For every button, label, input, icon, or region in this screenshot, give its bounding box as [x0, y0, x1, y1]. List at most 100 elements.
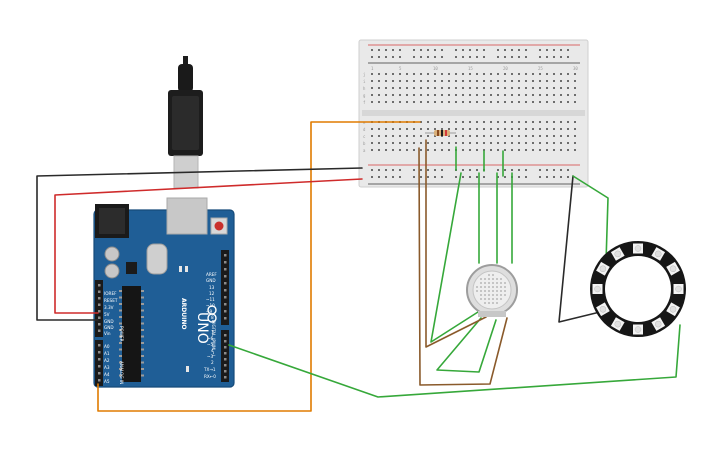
- breadboard-hole: [406, 149, 408, 151]
- breadboard-hole: [371, 101, 373, 103]
- breadboard-hole: [504, 87, 506, 89]
- breadboard-hole: [483, 128, 485, 130]
- breadboard-hole: [532, 101, 534, 103]
- breadboard-rail-hole: [525, 49, 527, 51]
- wire-red-5v[interactable]: [54, 178, 363, 314]
- breadboard-hole: [518, 87, 520, 89]
- breadboard-hole: [525, 94, 527, 96]
- breadboard-hole: [448, 87, 450, 89]
- breadboard-hole: [399, 80, 401, 82]
- breadboard-hole: [420, 80, 422, 82]
- neopixel-led: [651, 317, 666, 331]
- breadboard-hole: [413, 128, 415, 130]
- wire-green-sensor[interactable]: [436, 317, 497, 373]
- breadboard-hole: [427, 87, 429, 89]
- neopixel-led-lens: [655, 320, 662, 328]
- breadboard-hole: [560, 80, 562, 82]
- breadboard-hole: [560, 135, 562, 137]
- wire-black-ring-gnd[interactable]: [558, 175, 601, 323]
- mesh-dot: [492, 274, 494, 276]
- neopixel-led-lens: [634, 245, 642, 252]
- wire-orange[interactable]: [97, 121, 421, 412]
- breadboard-hole: [546, 101, 548, 103]
- pin-label: 2: [211, 360, 214, 365]
- breadboard-hole: [413, 135, 415, 137]
- breadboard-rail-hole: [420, 49, 422, 51]
- mesh-dot: [488, 274, 490, 276]
- breadboard-hole: [420, 87, 422, 89]
- wires: [36, 121, 681, 412]
- wire-black-gnd[interactable]: [36, 167, 363, 321]
- mesh-dot: [500, 286, 502, 288]
- breadboard-rail-hole: [413, 169, 415, 171]
- breadboard-hole: [511, 80, 513, 82]
- pin-label: A4: [104, 372, 110, 377]
- reset-button[interactable]: [214, 221, 224, 231]
- pin-label: 4: [211, 348, 214, 353]
- chip-leg: [141, 303, 144, 305]
- breadboard-hole: [476, 94, 478, 96]
- arduino-uno-board[interactable]: ARDUINO UNO POWER ANALOG IN DIGITAL (PWM…: [93, 197, 235, 388]
- header-hole: [98, 316, 101, 319]
- breadboard-rail-hole: [413, 176, 415, 178]
- breadboard-hole: [539, 135, 541, 137]
- pin-label: TX→1: [203, 367, 216, 372]
- breadboard-hole: [434, 101, 436, 103]
- breadboard-rail-hole: [560, 56, 562, 58]
- breadboard-rail-hole: [497, 49, 499, 51]
- neopixel-led: [666, 302, 680, 317]
- pin-label: ~11: [206, 297, 215, 302]
- row-letter: c: [363, 134, 366, 139]
- breadboard-hole: [497, 135, 499, 137]
- breadboard-hole: [441, 128, 443, 130]
- neopixel-led-lens: [669, 265, 677, 272]
- breadboard-rail-hole: [399, 56, 401, 58]
- breadboard-hole: [525, 121, 527, 123]
- resistor[interactable]: [425, 130, 456, 136]
- breadboard-rail-hole: [378, 169, 380, 171]
- breadboard-hole: [567, 101, 569, 103]
- breadboard-rail-hole: [371, 49, 373, 51]
- neopixel-ring-pixels: [592, 243, 684, 335]
- pin-label: 7: [211, 330, 214, 335]
- analog-header: [95, 340, 103, 386]
- wire-green-sensor[interactable]: [430, 172, 479, 343]
- breadboard-hole: [497, 80, 499, 82]
- breadboard-rail-hole: [560, 176, 562, 178]
- neopixel-ring[interactable]: [590, 241, 686, 337]
- column-number: 20: [503, 66, 508, 71]
- mesh-dot: [484, 282, 486, 284]
- wire-brown[interactable]: [425, 139, 487, 348]
- digital-section-label-group: DIGITAL (PWM ~): [211, 320, 216, 356]
- usb-cable[interactable]: [168, 56, 203, 189]
- breadboard-hole: [462, 128, 464, 130]
- breadboard-hole: [462, 121, 464, 123]
- breadboard-hole: [427, 142, 429, 144]
- breadboard-rail-hole: [434, 56, 436, 58]
- neopixel-led-lens: [634, 326, 642, 333]
- breadboard-center-channel: [362, 110, 585, 116]
- breadboard-rail-hole: [469, 49, 471, 51]
- breadboard-hole: [448, 121, 450, 123]
- breadboard-rail-hole: [469, 169, 471, 171]
- breadboard-rail-hole: [427, 49, 429, 51]
- breadboard-hole: [490, 149, 492, 151]
- wire-green-data[interactable]: [228, 324, 681, 398]
- breadboard-hole: [399, 94, 401, 96]
- breadboard-hole: [532, 135, 534, 137]
- neopixel-led: [610, 247, 625, 261]
- breadboard-hole: [406, 142, 408, 144]
- breadboard-hole: [483, 121, 485, 123]
- mesh-dot: [484, 302, 486, 304]
- chip-leg: [119, 355, 122, 357]
- wire-brown[interactable]: [418, 147, 508, 386]
- pin-label: ~9: [206, 309, 213, 314]
- breadboard[interactable]: j i h g f e d c b a 1 5 10 15 20 25 30: [358, 39, 589, 188]
- breadboard-rail-hole: [476, 169, 478, 171]
- breadboard-hole: [434, 80, 436, 82]
- breadboard-hole: [497, 94, 499, 96]
- wire-green-ring-power[interactable]: [572, 175, 609, 263]
- gas-sensor[interactable]: [466, 264, 518, 317]
- breadboard-hole: [434, 87, 436, 89]
